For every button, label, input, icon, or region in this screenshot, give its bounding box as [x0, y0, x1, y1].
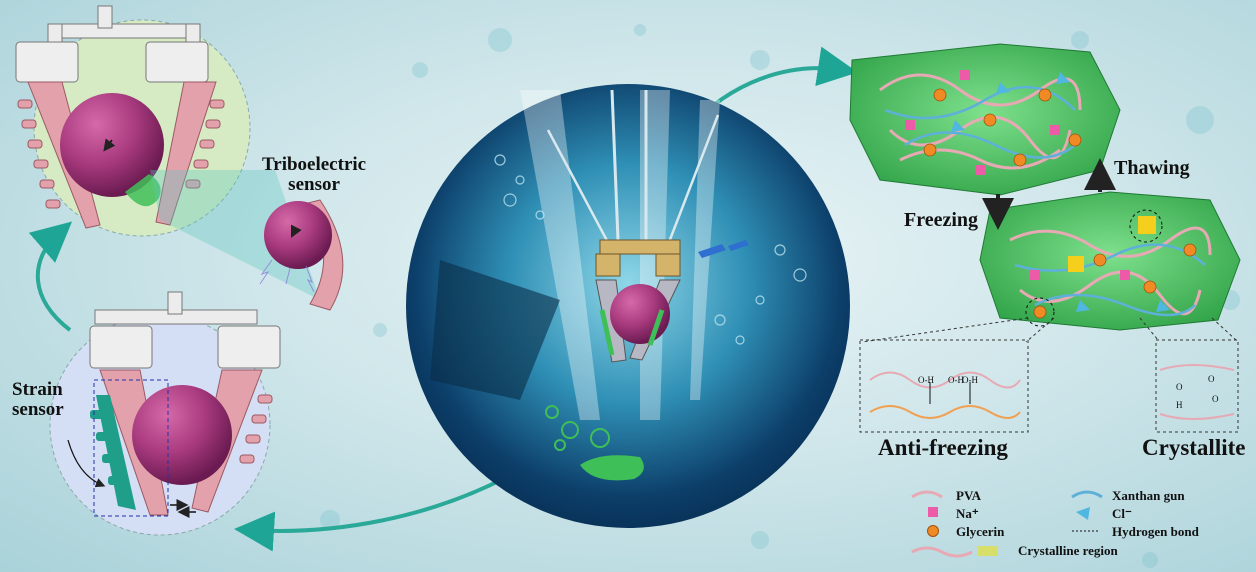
svg-text:O: O: [1212, 394, 1219, 404]
strain-line2: sensor: [12, 398, 64, 420]
legend-cl: Cl⁻: [1112, 506, 1132, 521]
na-glyph: [928, 507, 938, 517]
strain-line1: Strain: [12, 379, 63, 400]
glycerin-glyph: [927, 525, 939, 537]
arrow-to-strain-panel: [234, 468, 521, 552]
triboelectric-inset: [259, 199, 344, 311]
crystallite-zoom: O H O O: [1139, 317, 1239, 433]
background-bubbles: [320, 24, 1240, 568]
crystalline-chain-glyph: [911, 546, 973, 558]
tribo-gripper-panel: [15, 5, 320, 300]
svg-text:H: H: [1176, 400, 1183, 410]
svg-text:O: O: [1176, 382, 1183, 392]
legend-crystalline: Crystalline region: [1018, 543, 1118, 558]
arrow-to-tribo-panel: [28, 221, 73, 332]
triboelectric-line1: Triboelectric: [262, 154, 367, 175]
oh-label-left: O-H: [918, 375, 934, 385]
hydrogel-unfrozen: [849, 43, 1121, 196]
svg-text:O: O: [1208, 374, 1215, 384]
strain-sensor-label: Strain sensor: [12, 380, 64, 420]
oh-label-right: O-H: [962, 375, 978, 385]
crystallite-label: Crystallite: [1142, 435, 1246, 460]
strain-gripper-panel: [49, 291, 281, 536]
ocean-scene: [406, 84, 850, 528]
anti-freezing-zoom: [859, 317, 1055, 433]
legend-na: Na⁺: [956, 506, 979, 521]
crystalline-glyph: [978, 546, 998, 556]
legend-pva: PVA: [956, 488, 982, 503]
thawing-label: Thawing: [1114, 157, 1190, 179]
legend-glyphs: [911, 490, 1103, 558]
triboelectric-sensor-label: Triboelectric sensor: [262, 155, 366, 195]
pva-glyph: [911, 490, 943, 499]
legend-xanthan: Xanthan gun: [1112, 488, 1185, 503]
legend-hbond: Hydrogen bond: [1112, 524, 1199, 539]
grasped-sphere-bottom: [132, 385, 232, 485]
triboelectric-line2: sensor: [288, 173, 340, 195]
oh-label-mid: O-H: [948, 375, 964, 385]
cl-glyph: [1076, 507, 1090, 520]
hydrogel-frozen: [979, 191, 1241, 331]
legend-glycerin: Glycerin: [956, 524, 1005, 539]
freezing-label: Freezing: [904, 209, 979, 231]
xanthan-glyph: [1071, 490, 1103, 499]
anti-freezing-label: Anti-freezing: [878, 435, 1008, 460]
